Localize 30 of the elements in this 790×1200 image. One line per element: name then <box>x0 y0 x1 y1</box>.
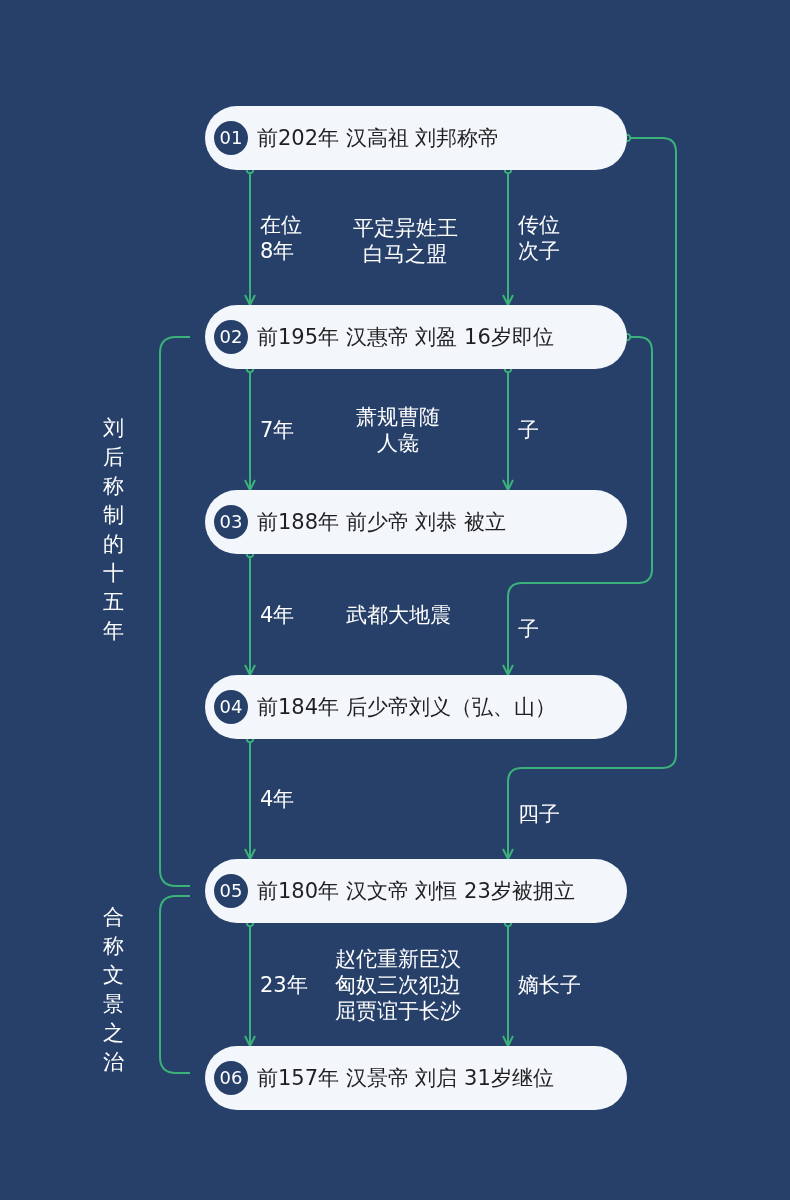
number-badge: 01 <box>214 121 248 155</box>
number-badge: 03 <box>214 505 248 539</box>
event-note: 萧规曹随人彘 <box>355 404 441 456</box>
event-text: 前184年 后少帝刘义（弘、山） <box>257 694 556 721</box>
event-text: 前195年 汉惠帝 刘盈 16岁即位 <box>257 324 554 351</box>
event-text: 前202年 汉高祖 刘邦称帝 <box>257 125 500 152</box>
arrow <box>502 133 677 860</box>
edge-label: 传位次子 <box>518 211 561 264</box>
edge-label: 嫡长子 <box>518 971 581 998</box>
edge-label: 23年 <box>260 971 308 998</box>
period-label: 刘后称制的十五年 <box>102 415 124 645</box>
number-badge: 05 <box>214 874 248 908</box>
edge-label: 4年 <box>260 786 295 812</box>
arrow <box>502 332 653 676</box>
event-text: 前180年 汉文帝 刘恒 23岁被拥立 <box>257 878 575 905</box>
edge-label: 子 <box>518 616 539 642</box>
edge-label: 子 <box>518 416 539 443</box>
number-badge: 02 <box>214 320 248 354</box>
event-note: 武都大地震 <box>344 602 452 628</box>
event-note: 平定异姓王白马之盟 <box>351 215 459 267</box>
edge-label: 7年 <box>260 416 295 443</box>
event-note: 赵佗重新臣汉匈奴三次犯边屈贾谊于长沙 <box>334 946 462 1024</box>
event-text: 前188年 前少帝 刘恭 被立 <box>257 509 507 536</box>
period-label: 合称文景之治 <box>102 904 124 1076</box>
edge-label: 四子 <box>518 800 560 827</box>
number-badge: 04 <box>214 690 248 724</box>
edge-label: 在位8年 <box>260 211 303 264</box>
number-badge: 06 <box>214 1061 248 1095</box>
edge-label: 4年 <box>260 601 295 628</box>
event-text: 前157年 汉景帝 刘启 31岁继位 <box>257 1065 554 1092</box>
